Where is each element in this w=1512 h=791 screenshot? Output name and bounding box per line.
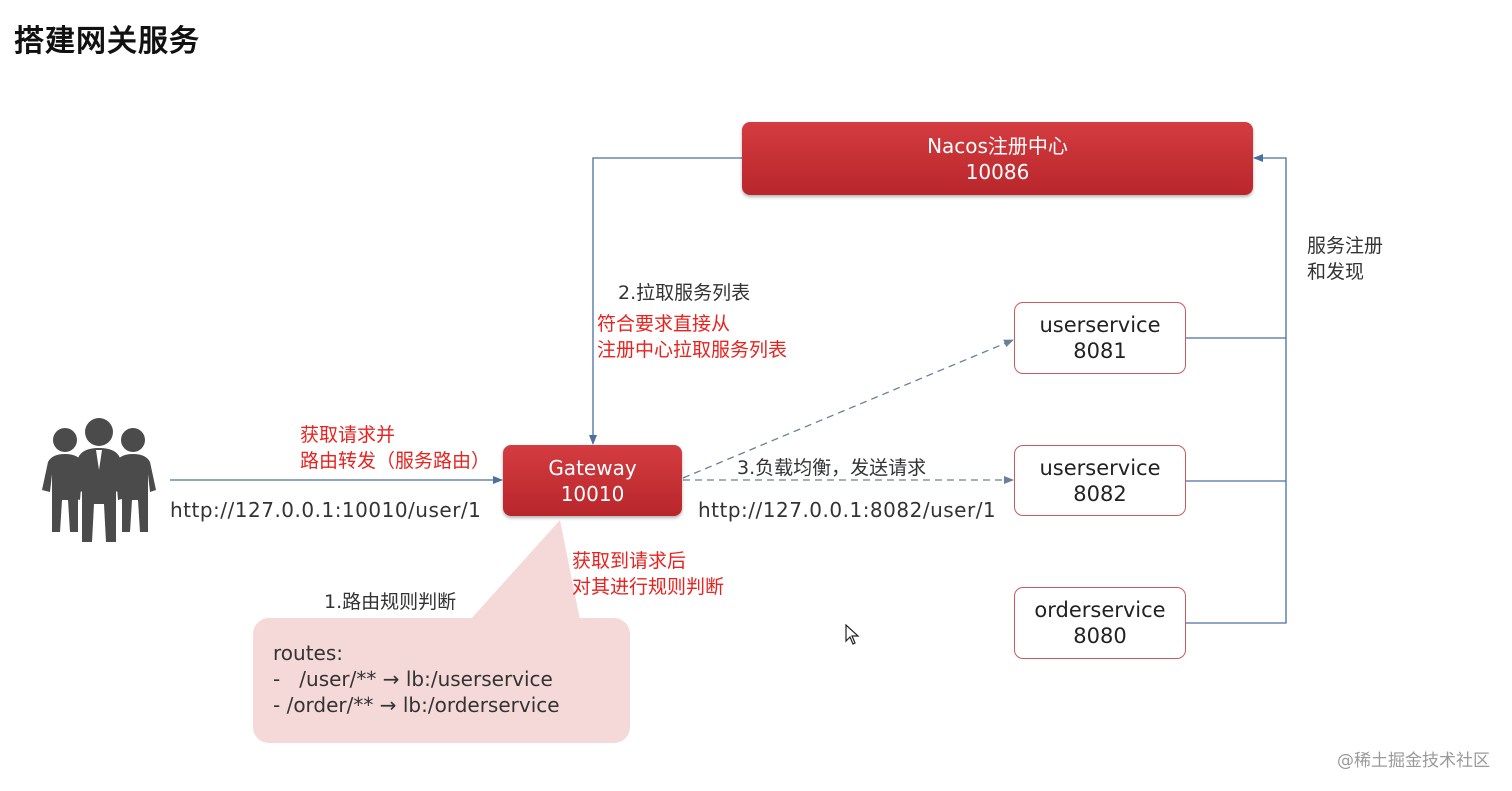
user2-port: 8082 — [1073, 481, 1127, 506]
userservice-8082-box: userservice 8082 — [1014, 445, 1186, 516]
pull-note-line-1: 符合要求直接从 — [597, 313, 731, 335]
load-balance-label: 3.负载均衡，发送请求 — [737, 457, 927, 479]
user1-port: 8081 — [1073, 339, 1127, 363]
route-row-order: - /order/** → lb:/orderservice — [273, 693, 560, 717]
client-url: http://127.0.0.1:10010/user/1 — [170, 498, 482, 522]
gateway-name: Gateway — [548, 455, 637, 480]
mouse-pointer-icon — [845, 624, 860, 645]
judge-note-line-1: 获取到请求后 — [572, 550, 687, 572]
line-services-register-3 — [1186, 154, 1287, 624]
route-judge-label: 1.路由规则判断 — [324, 591, 457, 613]
userservice-8081-box: userservice 8081 — [1014, 302, 1186, 374]
orderservice-8080-box: orderservice 8080 — [1014, 587, 1186, 659]
service-url: http://127.0.0.1:8082/user/1 — [698, 498, 997, 522]
route-row-user: - /user/** → lb:/userservice — [273, 667, 553, 691]
watermark: @稀土掘金技术社区 — [1337, 751, 1490, 771]
register-line-2: 和发现 — [1307, 261, 1365, 283]
nacos-name: Nacos注册中心 — [927, 133, 1068, 158]
routes-header: routes: — [273, 641, 343, 665]
pull-list-label: 2.拉取服务列表 — [618, 282, 751, 304]
user1-name: userservice — [1039, 313, 1161, 337]
routes-callout: routes: - /user/** → lb:/userservice - /… — [253, 618, 630, 743]
order-name: orderservice — [1034, 598, 1166, 622]
page-title: 搭建网关服务 — [14, 24, 200, 59]
line-nacos-to-gateway — [589, 157, 742, 445]
judge-note-line-2: 对其进行规则判断 — [572, 576, 725, 598]
nacos-port: 10086 — [965, 159, 1030, 184]
people-group-icon — [42, 418, 156, 542]
pull-note-line-2: 注册中心拉取服务列表 — [597, 339, 788, 361]
order-port: 8080 — [1073, 624, 1127, 648]
receive-line-2: 路由转发（服务路由） — [300, 450, 491, 472]
nacos-registry-box: Nacos注册中心 10086 — [742, 122, 1253, 195]
gateway-box: Gateway 10010 — [503, 445, 682, 516]
user2-name: userservice — [1039, 455, 1161, 480]
gateway-port: 10010 — [560, 481, 625, 506]
callout-pointer — [470, 520, 580, 620]
receive-line-1: 获取请求并 — [300, 424, 396, 446]
register-line-1: 服务注册 — [1307, 235, 1384, 257]
